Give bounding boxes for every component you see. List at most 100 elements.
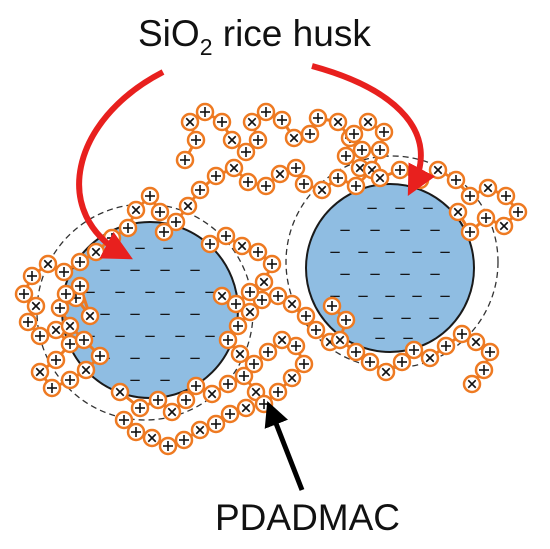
positive-charge-bead — [90, 346, 110, 366]
positive-charge-bead — [376, 362, 396, 382]
positive-charge-bead — [480, 342, 500, 362]
positive-charge-bead — [222, 130, 242, 150]
negative-charge: − — [429, 265, 442, 283]
negative-charge: − — [114, 327, 127, 345]
label-pdadmac: PDADMAC — [215, 497, 400, 538]
positive-charge-bead — [166, 212, 186, 232]
negative-charge: − — [134, 239, 147, 257]
positive-charge-bead — [18, 312, 38, 332]
positive-charge-bead — [114, 410, 134, 430]
positive-charge-bead — [190, 420, 210, 440]
positive-charge-bead — [262, 254, 282, 274]
positive-charge-bead — [74, 330, 94, 350]
positive-charge-bead — [494, 216, 514, 236]
positive-charge-bead — [162, 402, 182, 422]
positive-charge-bead — [60, 316, 80, 336]
negative-charge: − — [189, 305, 202, 323]
positive-charge-bead — [358, 112, 378, 132]
positive-charge-bead — [284, 128, 304, 148]
positive-charge-bead — [110, 382, 130, 402]
negative-charge: − — [411, 287, 424, 305]
positive-charge-bead — [390, 160, 410, 180]
positive-charge-bead — [22, 266, 42, 286]
negative-charge: − — [204, 327, 217, 345]
positive-charge-bead — [220, 404, 240, 424]
negative-charge: − — [189, 349, 202, 367]
positive-charge-bead — [126, 422, 146, 442]
positive-charge-bead — [228, 316, 248, 336]
negative-charge: − — [129, 261, 142, 279]
positive-charge-bead — [38, 254, 58, 274]
positive-charge-bead — [308, 108, 328, 128]
negative-charge: − — [129, 371, 142, 389]
positive-charge-bead — [224, 158, 244, 178]
positive-charge-bead — [240, 282, 260, 302]
positive-charge-bead — [466, 332, 486, 352]
positive-charge-bead — [392, 352, 412, 372]
positive-charge-bead — [236, 398, 256, 418]
positive-charge-bead — [70, 252, 90, 272]
positive-charge-bead — [322, 296, 342, 316]
positive-charge-bead — [140, 186, 160, 206]
negative-charge: − — [129, 349, 142, 367]
positive-charge-bead — [258, 342, 278, 362]
positive-charge-bead — [300, 124, 320, 144]
positive-charge-bead — [218, 374, 238, 394]
negative-charge: − — [99, 261, 112, 279]
negative-charge: − — [357, 287, 370, 305]
positive-charge-bead — [242, 112, 262, 132]
negative-charge: − — [159, 261, 172, 279]
negative-charge: − — [369, 221, 382, 239]
positive-charge-bead — [346, 342, 366, 362]
positive-charge-bead — [294, 174, 314, 194]
positive-charge-bead — [158, 436, 178, 456]
positive-charge-bead — [30, 362, 50, 382]
positive-charge-bead — [238, 172, 258, 192]
negative-charge: − — [384, 287, 397, 305]
positive-charge-bead — [296, 306, 316, 326]
label-sio2-rice-husk: SiO2 rice husk — [138, 13, 371, 60]
positive-charge-bead — [404, 340, 424, 360]
positive-charge-bead — [360, 352, 380, 372]
positive-charge-bead — [206, 166, 226, 186]
negative-charge: − — [399, 221, 412, 239]
positive-charge-bead — [212, 112, 232, 132]
positive-charge-bead — [126, 200, 146, 220]
negative-charge: − — [174, 283, 187, 301]
negative-charge: − — [374, 329, 387, 347]
positive-charge-bead — [178, 196, 198, 216]
negative-charge: − — [162, 239, 175, 257]
positive-charge-bead — [344, 124, 364, 144]
positive-charge-bead — [26, 296, 46, 316]
positive-charge-bead — [272, 330, 292, 350]
negative-charge: − — [339, 265, 352, 283]
positive-charge-bead — [270, 164, 290, 184]
positive-charge-bead — [272, 110, 292, 130]
negative-charge: − — [329, 243, 342, 261]
positive-charge-bead — [206, 414, 226, 434]
positive-charge-bead — [420, 348, 440, 368]
pdadmac-pointer-arrow — [264, 401, 305, 491]
positive-charge-bead — [86, 242, 106, 262]
positive-charge-bead — [76, 360, 96, 380]
positive-charge-bead — [54, 262, 74, 282]
positive-charge-bead — [70, 276, 90, 296]
negative-charge: − — [439, 243, 452, 261]
positive-charge-bead — [508, 202, 528, 222]
positive-charge-bead — [286, 158, 306, 178]
pdadmac-polymer-chains — [14, 102, 528, 456]
positive-charge-bead — [60, 370, 80, 390]
positive-charge-bead — [176, 390, 196, 410]
positive-charge-bead — [56, 284, 76, 304]
negative-charge: − — [144, 283, 157, 301]
positive-charge-bead — [118, 218, 138, 238]
negative-charge: − — [429, 221, 442, 239]
positive-charge-bead — [370, 140, 390, 160]
positive-charge-bead — [496, 186, 516, 206]
negative-charge: − — [159, 371, 172, 389]
positive-charge-bead — [370, 168, 390, 188]
negative-charge: − — [422, 199, 435, 217]
positive-charge-bead — [195, 102, 215, 122]
positive-charge-bead — [248, 130, 268, 150]
negative-charge: − — [366, 199, 379, 217]
